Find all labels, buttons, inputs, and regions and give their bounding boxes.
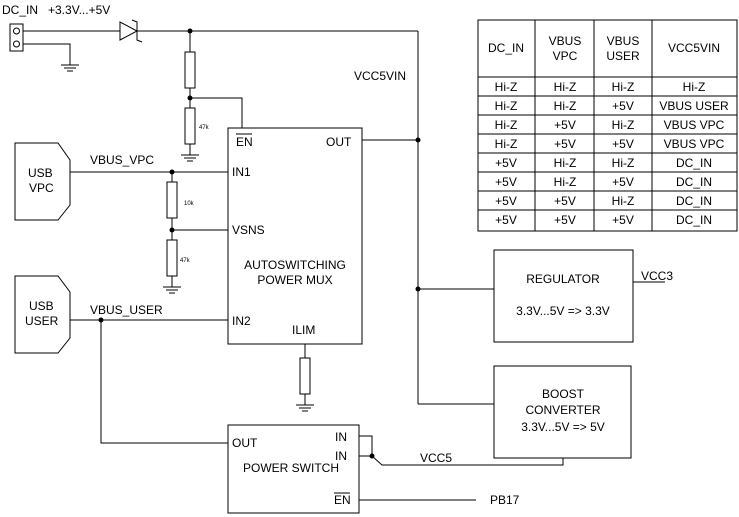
vcc5vin-net-label: VCC5VIN <box>354 69 406 83</box>
dc-in-voltage-label: +3.3V...+5V <box>48 3 110 17</box>
switch-in-tie-wire <box>359 435 373 456</box>
mux-pin-ilim: ILIM <box>292 323 315 337</box>
dc-in-label: DC_IN <box>2 3 38 17</box>
regulator-spec: 3.3V...5V => 3.3V <box>516 304 610 318</box>
table-cell: DC_IN <box>676 213 712 227</box>
table-cell: VBUS VPC <box>664 137 725 151</box>
table-header-vbus-vpc-line1: VBUS <box>549 34 582 48</box>
usb-vpc-connector <box>14 142 71 221</box>
table-cell: +5V <box>554 213 576 227</box>
table-cell: DC_IN <box>676 194 712 208</box>
table-cell: Hi-Z <box>554 175 577 189</box>
usb-user-connector <box>14 275 71 354</box>
resistor-47k-top-label: 47k <box>199 125 210 131</box>
table-cell: +5V <box>612 175 634 189</box>
usb-user-label-line1: USB <box>29 299 54 313</box>
table-cell: VBUS USER <box>659 99 729 113</box>
ground-symbol-dcin <box>61 64 79 72</box>
table-cell: DC_IN <box>676 175 712 189</box>
dc-in-pin-2 <box>13 40 20 48</box>
table-cell: Hi-Z <box>554 80 577 94</box>
boost-spec: 3.3V...5V => 5V <box>521 420 605 434</box>
vcc3-net-label: VCC3 <box>641 269 673 283</box>
table-cell: +5V <box>612 213 634 227</box>
table-cell: Hi-Z <box>495 99 518 113</box>
vcc5-wire <box>371 455 564 466</box>
regulator-title: REGULATOR <box>526 272 600 286</box>
table-cell: DC_IN <box>676 156 712 170</box>
switch-pin-in-a: IN <box>335 430 347 444</box>
table-cell: +5V <box>612 99 634 113</box>
table-cell: Hi-Z <box>612 118 635 132</box>
table-cell: Hi-Z <box>495 118 518 132</box>
mux-pin-in1: IN1 <box>232 165 251 179</box>
mux-pin-en: EN <box>236 135 253 149</box>
mux-pin-vsns: VSNS <box>232 223 265 237</box>
usb-vpc-label-line2: VPC <box>29 181 54 195</box>
table-header-vbus-user-line2: USER <box>606 49 640 63</box>
table-cell: Hi-Z <box>495 80 518 94</box>
resistor-upper <box>184 51 196 89</box>
switch-out-wire <box>100 320 228 444</box>
mux-pin-in2: IN2 <box>232 314 251 328</box>
ground-symbol <box>296 404 314 412</box>
table-cell: +5V <box>554 118 576 132</box>
boost-converter-block <box>493 365 632 459</box>
resistor-10k-label: 10k <box>184 201 195 207</box>
table-cell: +5V <box>495 156 517 170</box>
table-cell: +5V <box>495 213 517 227</box>
table-cell: Hi-Z <box>554 156 577 170</box>
ground-symbol <box>181 154 199 162</box>
vbus-vpc-net-label: VBUS_VPC <box>90 153 154 167</box>
table-cell: Hi-Z <box>612 194 635 208</box>
boost-title-line1: BOOST <box>542 387 585 401</box>
vbus-user-net-label: VBUS_USER <box>90 303 163 317</box>
truth-table: DC_IN VBUS VPC VBUS USER VCC5VIN Hi-Z Hi… <box>477 19 738 232</box>
en-wire <box>190 97 243 128</box>
switch-pin-en: EN <box>334 493 351 507</box>
table-header-vbus-user-line1: VBUS <box>607 34 640 48</box>
dc-in-pin-1 <box>13 27 20 35</box>
vcc5-net-label: VCC5 <box>420 451 452 465</box>
table-cell: VBUS VPC <box>664 118 725 132</box>
table-cell: Hi-Z <box>554 99 577 113</box>
boost-title-line2: CONVERTER <box>525 403 600 417</box>
mux-title-line1: AUTOSWITCHING <box>244 258 346 272</box>
power-switch-block <box>227 424 360 514</box>
dc-in-ground-wire <box>23 43 71 65</box>
junction-dot <box>415 137 421 143</box>
table-cell: +5V <box>495 194 517 208</box>
resistor-47k-top <box>184 107 196 145</box>
table-cell: +5V <box>612 137 634 151</box>
mux-pin-out: OUT <box>326 135 352 149</box>
table-cell: +5V <box>495 175 517 189</box>
table-cell: +5V <box>554 194 576 208</box>
table-cell: +5V <box>554 137 576 151</box>
table-cell: Hi-Z <box>495 137 518 151</box>
resistor-10k <box>166 181 178 219</box>
table-header-vbus-vpc-line2: VPC <box>553 49 578 63</box>
table-cell: Hi-Z <box>612 156 635 170</box>
mux-title-line2: POWER MUX <box>257 273 332 287</box>
switch-title: POWER SWITCH <box>243 461 339 475</box>
table-header-dc-in: DC_IN <box>488 41 524 55</box>
switch-pin-in-b: IN <box>335 449 347 463</box>
resistor-ilim <box>299 357 311 395</box>
pb17-net-label: PB17 <box>490 493 520 507</box>
ground-symbol <box>163 286 181 294</box>
usb-user-label-line2: USER <box>25 314 59 328</box>
resistor-47k-bottom <box>166 239 178 277</box>
power-mux-block <box>227 127 363 345</box>
table-header-vcc5vin: VCC5VIN <box>668 41 720 55</box>
table-cell: Hi-Z <box>683 80 706 94</box>
regulator-block <box>493 249 634 343</box>
table-cell: Hi-Z <box>612 80 635 94</box>
resistor-47k-bottom-label: 47k <box>180 258 191 264</box>
usb-vpc-label-line1: USB <box>28 166 53 180</box>
switch-pin-out: OUT <box>232 436 258 450</box>
